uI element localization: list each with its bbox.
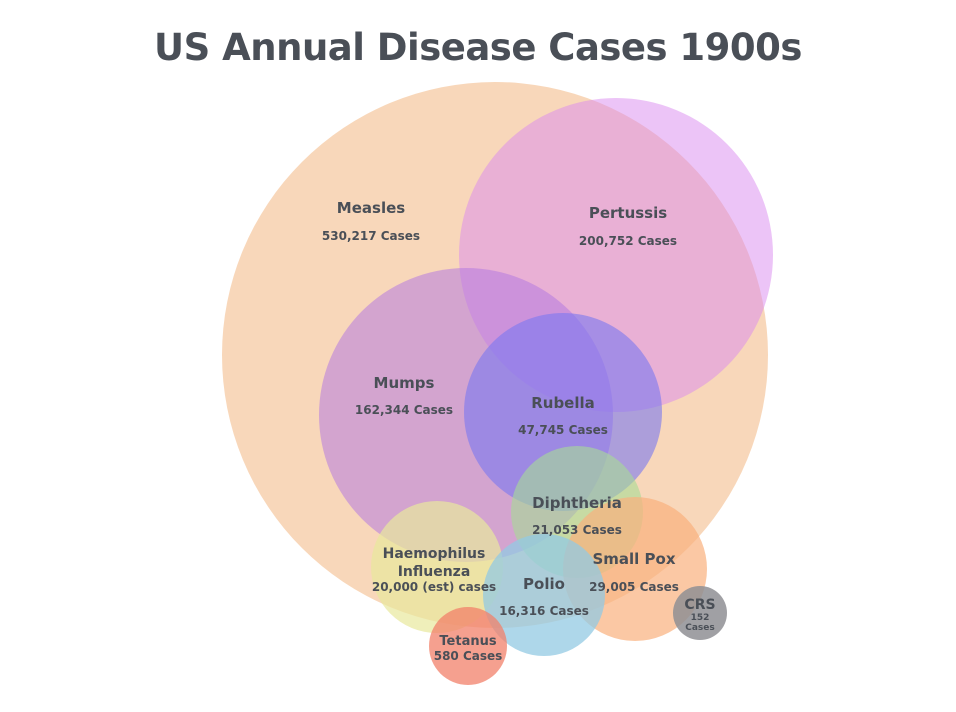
bubble-haemophilus-influenza	[371, 501, 503, 633]
bubble-label-diphtheria: Diphtheria	[532, 494, 622, 512]
bubble-label-pertussis: Pertussis	[589, 204, 667, 222]
bubble-label-polio: Polio	[523, 575, 565, 593]
bubble-value-haemophilus-influenza: 20,000 (est) cases	[372, 580, 496, 594]
bubble-value-rubella: 47,745 Cases	[518, 423, 608, 437]
bubble-tetanus	[429, 607, 507, 685]
bubble-value-polio: 16,316 Cases	[499, 604, 589, 618]
bubble-value-mumps: 162,344 Cases	[355, 403, 453, 417]
bubble-label-measles: Measles	[337, 199, 405, 217]
bubble-value-pertussis: 200,752 Cases	[579, 234, 677, 248]
bubble-label-tetanus: Tetanus	[439, 634, 496, 649]
bubble-label-small-pox: Small Pox	[592, 550, 675, 568]
bubble-value-tetanus: 580 Cases	[434, 649, 503, 663]
bubble-label-rubella: Rubella	[531, 394, 595, 412]
bubble-crs	[673, 586, 727, 640]
bubble-polio	[483, 534, 605, 656]
bubble-label-crs: CRS	[684, 597, 715, 613]
bubble-label-mumps: Mumps	[374, 374, 435, 392]
bubble-value-measles: 530,217 Cases	[322, 229, 420, 243]
bubble-value-diphtheria: 21,053 Cases	[532, 523, 622, 537]
chart-title: US Annual Disease Cases 1900s	[154, 26, 802, 69]
bubble-value-small-pox: 29,005 Cases	[589, 580, 679, 594]
